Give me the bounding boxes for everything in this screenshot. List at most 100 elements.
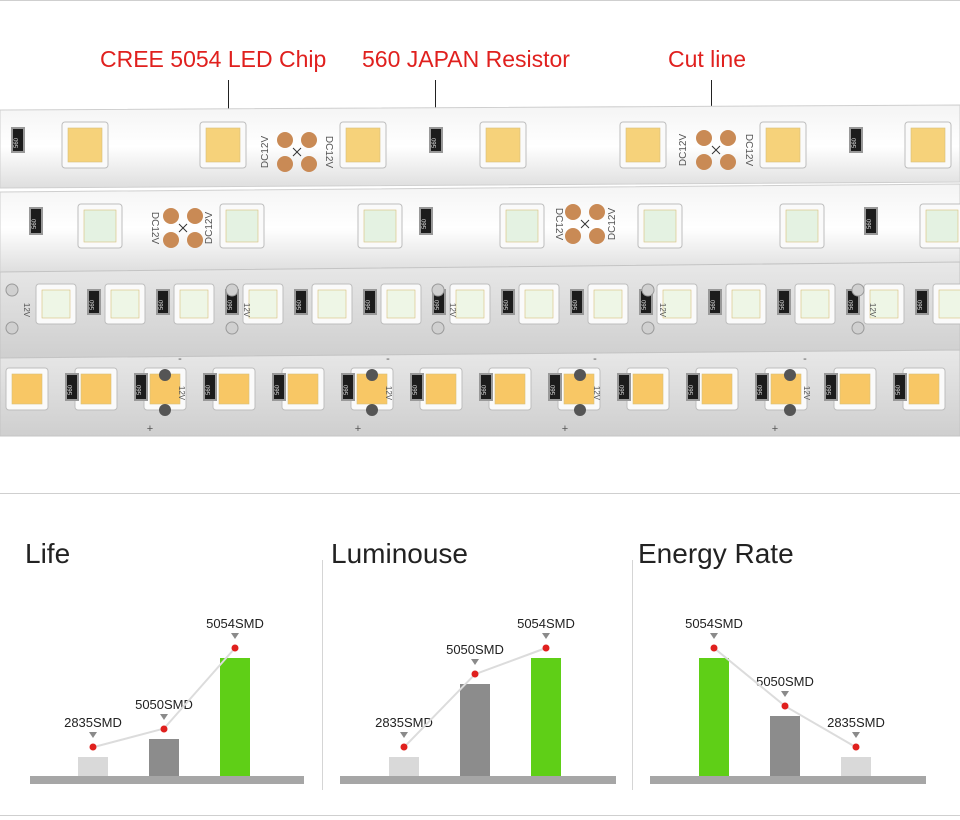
- row1-pads-1-pad-1: [277, 132, 293, 148]
- row4-led-5: [287, 373, 319, 405]
- row2-voltage-4: DC12V: [607, 208, 618, 241]
- row1-pads-2-pad-3: [696, 154, 712, 170]
- row3-resistor-5-code: 560: [366, 299, 372, 310]
- row4-plus-4: +: [772, 423, 778, 435]
- row3-resistor-13-code: 560: [918, 299, 924, 310]
- row3-solder-top-4: [641, 283, 655, 297]
- row4-led-4: [218, 373, 250, 405]
- chart-trend-line-energy-rate: [713, 647, 857, 749]
- row1-resistor-1: [11, 127, 25, 153]
- row2-resistor-2-code: 560: [422, 218, 428, 229]
- chart-baseline-energy-rate: [650, 776, 926, 784]
- row4-resistor-9-code: 560: [620, 384, 626, 395]
- row3-resistor-10-code: 560: [711, 299, 717, 310]
- chart-bar-life-5050smd: [149, 738, 179, 776]
- row4-plus-1: +: [147, 423, 153, 435]
- row3-resistor-10: [708, 289, 722, 315]
- chart-pointer-luminouse-3: [542, 633, 550, 639]
- row4-resistor-13: [893, 373, 907, 401]
- chart-marker-life-3: [231, 644, 239, 652]
- row4-solder-bottom-3: [574, 404, 586, 416]
- row1-pads-2-pad-2: [720, 130, 736, 146]
- chart-marker-luminouse-2: [471, 670, 479, 678]
- row4-solder-top-4: [784, 369, 796, 381]
- row4-resistor-2: [134, 373, 148, 401]
- row3-voltage-3: 12V: [448, 303, 457, 318]
- row4-resistor-5-code: 560: [344, 384, 350, 395]
- row4-plus-3: +: [562, 423, 568, 435]
- row1-resistor-2: [429, 127, 443, 153]
- row4-led-8: [494, 373, 526, 405]
- chart-marker-life-1: [89, 743, 97, 751]
- row2-led-7: [925, 209, 959, 243]
- callout-resistor: 560 JAPAN Resistor: [362, 46, 570, 72]
- row3-led-5: [317, 289, 347, 319]
- row4-resistor-10: [686, 373, 700, 401]
- row4-resistor-7: [479, 373, 493, 401]
- row4-voltage-1: 12V: [177, 386, 186, 401]
- row4-resistor-12: [824, 373, 838, 401]
- chart-pointer-energy-rate-3: [852, 732, 860, 739]
- chart-title-luminouse: Luminouse: [331, 538, 468, 569]
- row4-resistor-3: [203, 373, 217, 401]
- row2-resistor-2: [419, 207, 433, 235]
- row1-pads-2-pad-1: [696, 130, 712, 146]
- chart-bar-luminouse-5050smd: [460, 684, 490, 776]
- row4-resistor-3-code: 560: [206, 384, 212, 395]
- chart-bar-luminouse-2835smd: [389, 757, 419, 776]
- row2-resistor-3-code: 560: [867, 218, 873, 229]
- row4-resistor-13-code: 560: [896, 384, 902, 395]
- row4-resistor-6-code: 560: [413, 384, 419, 395]
- row3-resistor-5: [363, 289, 377, 315]
- row1-pads-1-pad-3: [277, 156, 293, 172]
- row2-led-3: [363, 209, 397, 243]
- panel-divider-2: [632, 560, 633, 790]
- chart-pointer-luminouse-2: [471, 659, 479, 666]
- row3-led-9: [593, 289, 623, 319]
- row4-resistor-10-code: 560: [689, 384, 695, 395]
- chart-marker-luminouse-3: [542, 644, 550, 652]
- row1-resistor-2-code: 560: [432, 137, 438, 148]
- row4-resistor-7-code: 560: [482, 384, 488, 395]
- row2-led-4: [505, 209, 539, 243]
- row3-solder-top-5: [851, 283, 865, 297]
- row3-led-13: [869, 289, 899, 319]
- chart-label-life-5050smd: 5050SMD: [135, 696, 193, 712]
- chart-label-energy-rate-5050smd: 5050SMD: [756, 674, 814, 690]
- row3-solder-bottom-5: [851, 321, 865, 335]
- row4-resistor-4-code: 560: [275, 384, 281, 395]
- chart-label-luminouse-5054smd: 5054SMD: [517, 616, 575, 631]
- chart-baseline-luminouse: [340, 776, 616, 784]
- row1-pads-1-pad-2: [301, 132, 317, 148]
- row4-resistor-8: [548, 373, 562, 401]
- row2-resistor-1: [29, 207, 43, 235]
- row3-led-12: [800, 289, 830, 319]
- row4-resistor-2-code: 560: [137, 384, 143, 395]
- row1-pads-1-cut-mark-b: [292, 147, 302, 157]
- callout-cut-line: Cut line: [668, 46, 746, 72]
- chart-marker-life-2: [160, 725, 168, 733]
- chart-marker-luminouse-1: [400, 743, 408, 751]
- row3-led-7: [455, 289, 485, 319]
- chart-title-life: Life: [25, 538, 71, 569]
- chart-label-life-2835smd: 2835SMD: [64, 715, 122, 731]
- row2-resistor-1-code: 560: [32, 218, 38, 229]
- row3-led-10: [662, 289, 692, 319]
- chart-pointer-luminouse-1: [400, 732, 408, 739]
- chart-pointer-life-2: [160, 713, 168, 720]
- row4-solder-top-1: [159, 369, 171, 381]
- row2-pads-1-pad-1: [163, 208, 179, 224]
- chart-baseline-life: [30, 776, 304, 784]
- row4-minus-3: -: [593, 353, 597, 365]
- row1-voltage-4: DC12V: [743, 134, 754, 167]
- row3-led-8: [524, 289, 554, 319]
- row3-resistor-9-code: 560: [642, 299, 648, 310]
- row3-resistor-4: [294, 289, 308, 315]
- row4-resistor-1-code: 560: [68, 384, 74, 395]
- row4-minus-1: -: [178, 353, 182, 365]
- row4-minus-4: -: [803, 353, 807, 365]
- row2-pads-2-pad-4: [589, 228, 605, 244]
- chart-label-energy-rate-2835smd: 2835SMD: [827, 715, 885, 731]
- row2-pads-2-pad-3: [565, 228, 581, 244]
